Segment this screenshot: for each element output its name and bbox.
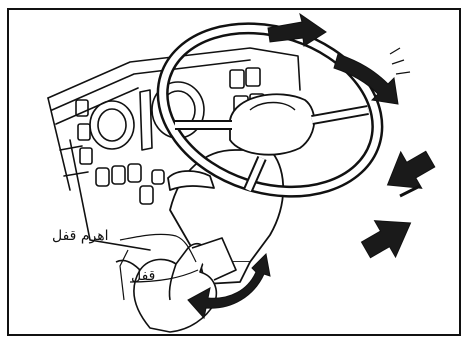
lock-lever-label: اهرم قفل	[52, 228, 109, 244]
lock-label: قفل	[131, 268, 155, 284]
steering-hub	[230, 94, 314, 154]
